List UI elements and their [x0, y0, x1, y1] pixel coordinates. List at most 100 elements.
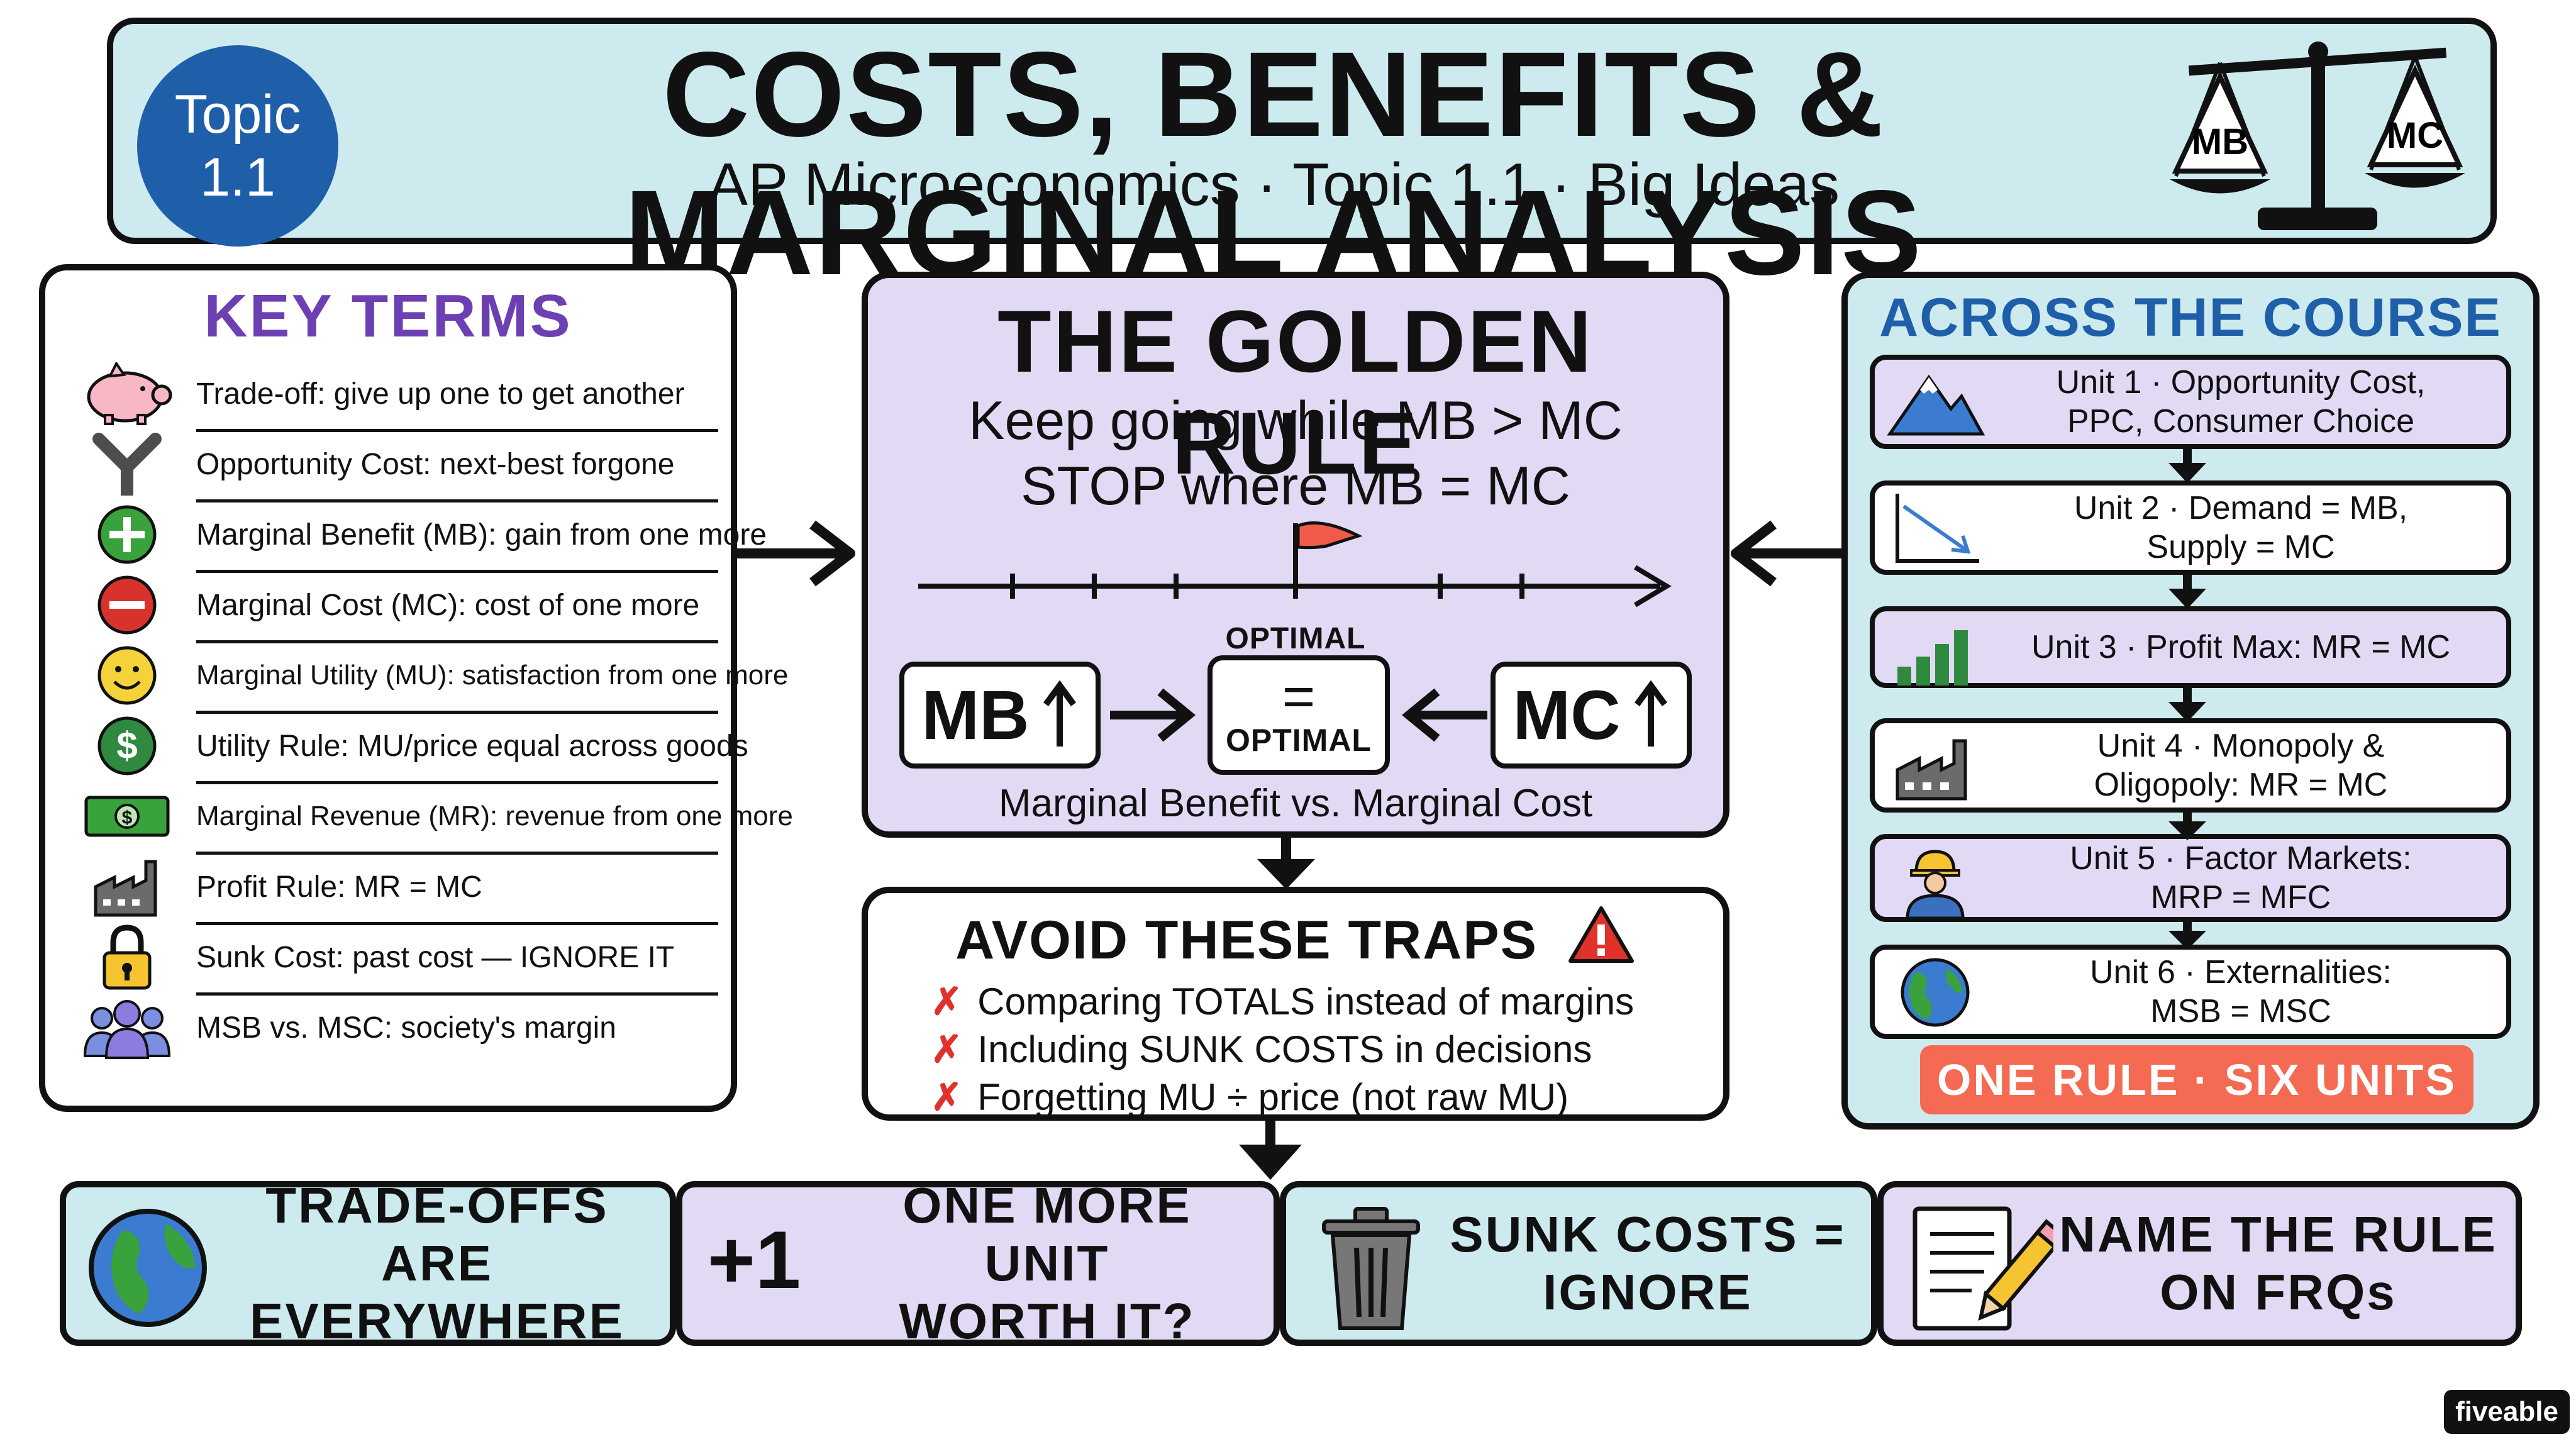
- topic-badge: Topic 1.1: [137, 45, 338, 247]
- takeaway-box: TRADE-OFFS ARE EVERYWHERE: [60, 1177, 676, 1349]
- scale-mc-label: MC: [2387, 115, 2443, 156]
- cross-icon: ✗: [931, 1076, 963, 1118]
- takeaway-line2: ARE EVERYWHERE: [249, 1235, 625, 1349]
- golden-rule-panel: THE GOLDEN RULE Keep going while MB > MC…: [862, 272, 1729, 838]
- piggy-bank-icon: [64, 358, 190, 429]
- mountain-icon: [1887, 374, 1985, 436]
- notepad-pencil-icon: [1913, 1206, 2053, 1331]
- takeaway-line1: TRADE-OFFS: [265, 1177, 609, 1233]
- trash-can-icon: [1322, 1207, 1420, 1330]
- term-row: MSB vs. MSC: society's margin: [64, 992, 718, 1063]
- unit-line1: Unit 3 · Profit Max: MR = MC: [2031, 629, 2450, 665]
- across-course-panel: ACROSS THE COURSE Unit 1 · Opportunity C…: [1841, 272, 2540, 1130]
- term-text: Opportunity Cost: next-best forgone: [196, 429, 718, 502]
- traps-title-text: AVOID THESE TRAPS: [955, 910, 1538, 970]
- bar-growth-icon: [1897, 630, 1968, 686]
- dollar-coin-icon: $: [64, 711, 190, 781]
- unit-box: Unit 6 · Externalities:MSB = MSC: [1870, 945, 2511, 1039]
- term-row: $ Utility Rule: MU/price equal across go…: [64, 711, 748, 784]
- cross-icon: ✗: [931, 980, 963, 1023]
- term-text: Sunk Cost: past cost — IGNORE IT: [196, 922, 718, 996]
- unit-line2: MSB = MSC: [2150, 993, 2331, 1030]
- topic-badge-label: Topic: [174, 84, 301, 145]
- svg-text:$: $: [122, 808, 133, 828]
- term-text: Profit Rule: MR = MC: [196, 852, 718, 925]
- svg-text:$: $: [116, 724, 137, 767]
- arrow-down-icon: [2168, 447, 2206, 483]
- unit-line1: Unit 1 · Opportunity Cost,: [2056, 364, 2426, 401]
- mc-label: MC: [1513, 676, 1621, 754]
- equals-sign: =: [1282, 665, 1316, 728]
- optimal-box: = OPTIMAL: [1208, 655, 1390, 775]
- takeaway-box: NAME THE RULE ON FRQs: [1877, 1181, 2522, 1346]
- optimal-marker-label: OPTIMAL: [1225, 622, 1366, 655]
- number-line: [918, 521, 1672, 608]
- arrow-down-icon: [2168, 686, 2206, 722]
- people-icon: [64, 992, 190, 1063]
- optimal-box-label: OPTIMAL: [1226, 723, 1372, 758]
- balance-scale-icon: MB MC: [2170, 42, 2465, 230]
- unit-line1: Unit 4 · Monopoly &: [2097, 728, 2385, 764]
- banknote-icon: $: [64, 781, 190, 852]
- arrow-down-icon: [2168, 919, 2206, 950]
- factory-icon: [64, 852, 190, 922]
- term-text: Utility Rule: MU/price equal across good…: [196, 711, 748, 784]
- minus-icon: [64, 570, 190, 640]
- trap-item: ✗ Forgetting MU ÷ price (not raw MU): [931, 1075, 1568, 1119]
- demand-curve-icon: [1896, 494, 1979, 563]
- unit-line2: Oligopoly: MR = MC: [2094, 767, 2388, 803]
- unit-line2: PPC, Consumer Choice: [2067, 403, 2414, 440]
- takeaway-box: +1 ONE MORE UNIT WORTH IT?: [676, 1177, 1280, 1349]
- one-rule-banner: ONE RULE · SIX UNITS: [1920, 1045, 2473, 1114]
- term-row: Sunk Cost: past cost — IGNORE IT: [64, 922, 718, 996]
- worker-icon: [1906, 850, 1965, 919]
- header-banner: [107, 18, 2497, 244]
- arrow-down-icon: [2168, 810, 2206, 840]
- takeaway-line1: NAME THE RULE: [2059, 1206, 2497, 1262]
- term-text: MSB vs. MSC: society's margin: [196, 1011, 616, 1045]
- arrow-left-icon: [1401, 688, 1487, 742]
- topic-badge-number: 1.1: [200, 147, 275, 208]
- mb-rising-box: MB: [899, 662, 1101, 769]
- arrow-right-icon: [737, 520, 855, 587]
- flag-icon: [1293, 521, 1363, 586]
- key-terms-title: KEY TERMS: [204, 282, 572, 350]
- term-text: Marginal Revenue (MR): revenue from one …: [196, 781, 793, 855]
- golden-rule-line2: STOP where MB = MC: [1021, 456, 1570, 516]
- unit-box: Unit 3 · Profit Max: MR = MC: [1870, 606, 2511, 688]
- term-row: Marginal Cost (MC): cost of one more: [64, 570, 718, 643]
- unit-line2: Supply = MC: [2146, 529, 2335, 565]
- term-row: Marginal Utility (MU): satisfaction from…: [64, 640, 788, 714]
- unit-box: Unit 4 · Monopoly &Oligopoly: MR = MC: [1870, 718, 2511, 813]
- term-row: Marginal Benefit (MB): gain from one mor…: [64, 499, 767, 573]
- unit-line1: Unit 2 · Demand = MB,: [2074, 490, 2408, 526]
- arrow-down-icon: [2168, 572, 2206, 609]
- page-subtitle: AP Microeconomics · Topic 1.1 · Big Idea…: [708, 151, 1840, 218]
- arrow-right-icon: [1110, 688, 1196, 742]
- key-terms-panel: KEY TERMS Trade-off: give up one to get …: [39, 264, 793, 1112]
- warning-icon: [1568, 906, 1634, 963]
- arrow-up-icon: [1634, 680, 1667, 747]
- term-row: Opportunity Cost: next-best forgone: [64, 429, 718, 502]
- trap-text: Including SUNK COSTS in decisions: [977, 1028, 1592, 1070]
- takeaway-box: SUNK COSTS = IGNORE: [1280, 1181, 1877, 1346]
- arrow-left-icon: [1731, 520, 1843, 587]
- plus-one-icon: +1: [708, 1214, 801, 1306]
- trap-item: ✗Including SUNK COSTS in decisions: [931, 1028, 1592, 1072]
- unit-box: Unit 1 · Opportunity Cost,PPC, Consumer …: [1870, 355, 2511, 449]
- across-course-title: ACROSS THE COURSE: [1879, 287, 2502, 348]
- trap-text: Comparing TOTALS instead of margins: [977, 980, 1635, 1023]
- traps-title: AVOID THESE TRAPS: [868, 904, 1723, 972]
- unit-box: Unit 2 · Demand = MB,Supply = MC: [1870, 480, 2511, 575]
- smiley-icon: [64, 640, 190, 711]
- trap-item: ✗ Comparing TOTALS instead of margins: [931, 980, 1634, 1024]
- globe-icon: [89, 1209, 207, 1327]
- globe-icon: [1901, 958, 1970, 1027]
- factory-icon: [1896, 739, 1967, 801]
- takeaway-line2: WORTH IT?: [899, 1293, 1196, 1349]
- mc-rising-box: MC: [1491, 662, 1692, 769]
- takeaway-line2: ON FRQs: [2160, 1264, 2397, 1320]
- trap-text: Forgetting MU ÷ price (not raw MU): [977, 1076, 1569, 1118]
- mb-label: MB: [921, 676, 1030, 754]
- golden-rule-footer: Marginal Benefit vs. Marginal Cost: [998, 782, 1593, 825]
